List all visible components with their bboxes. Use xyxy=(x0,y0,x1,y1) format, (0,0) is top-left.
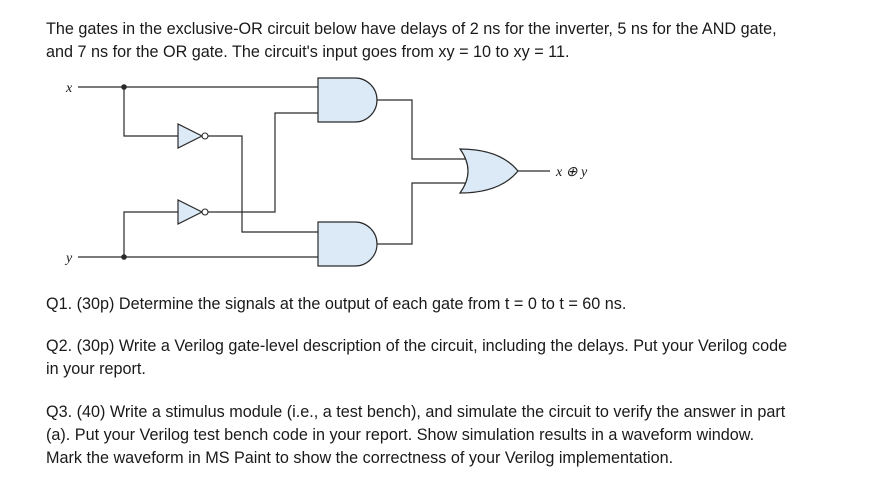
and-gate-top xyxy=(317,77,378,123)
inverter-x-bubble xyxy=(201,132,209,140)
wire-y-to-inverter xyxy=(123,211,178,257)
wire-and1-to-or xyxy=(377,99,470,160)
problem-statement-line-1: The gates in the exclusive-OR circuit be… xyxy=(46,20,777,38)
output-label: x ⊕ y xyxy=(555,165,588,180)
question-3-line-2: (a). Put your Verilog test bench code in… xyxy=(46,426,755,444)
wire-ynot-to-and1 xyxy=(208,112,318,213)
or-gate xyxy=(458,148,519,194)
wire-x-to-inverter xyxy=(123,87,178,137)
problem-statement: The gates in the exclusive-OR circuit be… xyxy=(46,18,866,64)
question-3-line-3: Mark the waveform in MS Paint to show th… xyxy=(46,449,674,467)
question-2: Q2. (30p) Write a Verilog gate-level des… xyxy=(46,335,866,381)
question-3: Q3. (40) Write a stimulus module (i.e., … xyxy=(46,401,866,470)
question-1: Q1. (30p) Determine the signals at the o… xyxy=(46,295,627,313)
question-2-line-1: Q2. (30p) Write a Verilog gate-level des… xyxy=(46,337,788,355)
and-gate-bottom xyxy=(317,221,378,267)
xor-circuit-diagram: x y x ⊕ y xyxy=(64,77,588,267)
input-y-label: y xyxy=(64,251,73,266)
question-3-line-1: Q3. (40) Write a stimulus module (i.e., … xyxy=(46,403,786,421)
inverter-y-gate xyxy=(177,199,204,225)
question-2-line-2: in your report. xyxy=(46,360,146,378)
inverter-x-gate xyxy=(177,123,204,149)
input-x-label: x xyxy=(65,81,73,96)
wire-xnot-to-and2 xyxy=(208,135,318,233)
wire-and2-to-or xyxy=(377,182,470,245)
inverter-y-bubble xyxy=(201,208,209,216)
problem-statement-line-2: and 7 ns for the OR gate. The circuit's … xyxy=(46,43,570,61)
